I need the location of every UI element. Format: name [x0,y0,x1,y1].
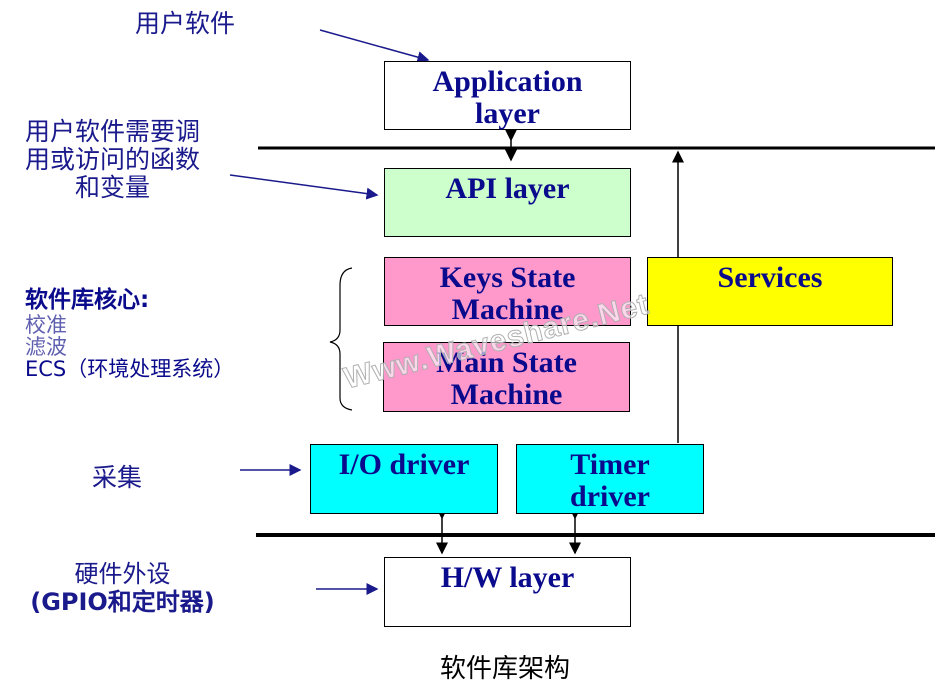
label-hw-desc: 硬件外设 (GPIO和定时器) [0,560,245,616]
label-api-desc: 用户软件需要调 用或访问的函数 和变量 [10,118,215,202]
api-desc-line3: 和变量 [74,173,150,202]
core-item-ecs: ECS（环境处理系统） [25,357,235,381]
application-layer-line2: layer [475,97,540,130]
label-core: 软件库核心: 校准 滤波 ECS（环境处理系统） [25,286,234,380]
io-driver-label: I/O driver [338,448,470,481]
arrow-user-software [319,29,430,63]
core-item-filtering: 滤波 [25,335,67,359]
api-desc-line2: 用或访问的函数 [24,145,200,174]
io-driver: I/O driver [310,444,498,514]
services-box: Services [647,257,893,326]
application-layer-line1: Application [432,65,583,98]
keys-sm-line2: Machine [451,293,564,326]
application-layer: Application layer [384,61,631,130]
core-title: 软件库核心: [25,287,150,313]
api-layer-label: API layer [445,172,570,205]
timer-driver: Timer driver [516,444,704,514]
hw-layer: H/W layer [384,557,631,627]
label-user-software: 用户软件 [135,9,236,38]
hw-desc-line1: 硬件外设 [74,560,171,588]
core-item-calibration: 校准 [25,313,67,337]
api-layer: API layer [384,168,631,237]
timer-driver-line1: Timer [570,448,650,481]
keys-state-machine: Keys State Machine [384,257,631,326]
services-label: Services [717,261,823,294]
api-desc-line1: 用户软件需要调 [24,117,200,146]
keys-sm-line1: Keys State [439,261,576,294]
brace [329,267,353,411]
main-sm-line1: Main State [436,346,577,379]
main-sm-line2: Machine [450,378,563,411]
hw-desc-line2: (GPIO和定时器) [30,588,215,616]
timer-driver-line2: driver [570,480,650,513]
arrow-api-desc [229,174,379,200]
label-acquisition: 采集 [92,463,143,492]
hw-layer-label: H/W layer [440,561,575,594]
diagram-caption: 软件库架构 [440,654,571,684]
main-state-machine: Main State Machine [383,342,630,412]
